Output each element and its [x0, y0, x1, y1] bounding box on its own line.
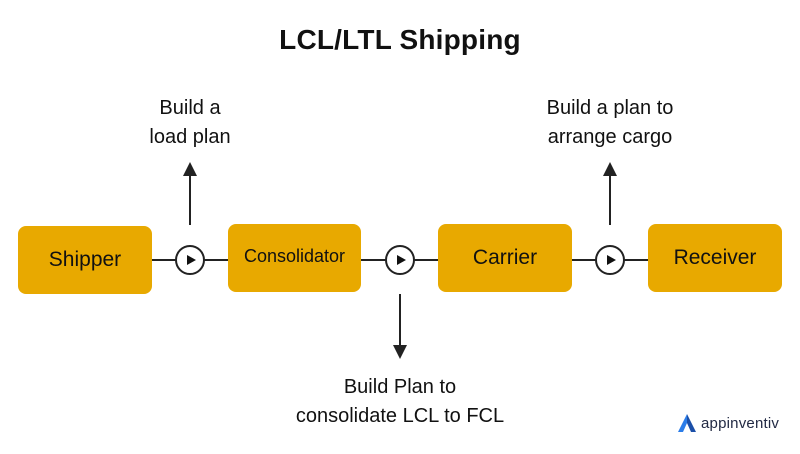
receiver-label: Receiver [673, 246, 757, 269]
down-arrow-shaft [399, 294, 401, 346]
appinventiv-a-logo-icon [678, 414, 696, 432]
consolidator-node: Consolidator [228, 224, 361, 292]
play-triangle-icon [186, 255, 196, 265]
up-arrow-head-icon-1 [183, 162, 197, 176]
consolidator-label: Consolidator [243, 245, 346, 266]
diagram-title: LCL/LTL Shipping [279, 24, 521, 55]
play-circle-icon-3 [595, 245, 625, 275]
annotation-line: arrange cargo [547, 126, 673, 148]
annotation-line: Build a [159, 97, 221, 119]
up-arrow-head-icon-2 [603, 162, 617, 176]
receiver-node: Receiver [648, 224, 782, 292]
shipper-label: Shipper [48, 248, 122, 271]
play-triangle-icon [396, 255, 406, 265]
up-arrow-shaft-2 [609, 175, 611, 225]
carrier-node: Carrier [438, 224, 572, 292]
annotation-line: consolidate LCL to FCL [295, 405, 505, 427]
play-triangle-icon [606, 255, 616, 265]
annotation-line: load plan [149, 126, 231, 148]
shipper-node: Shipper [18, 226, 152, 294]
annotation-line: Build a plan to [546, 97, 674, 119]
annotation-consolidate-plan: Build Plan to consolidate LCL to FCL [270, 373, 530, 431]
annotation-arrange-cargo: Build a plan to arrange cargo [510, 94, 710, 152]
appinventiv-logo: appinventiv [676, 412, 779, 434]
annotation-line: Build Plan to [343, 376, 457, 398]
play-circle-icon-1 [175, 245, 205, 275]
carrier-label: Carrier [472, 246, 538, 269]
up-arrow-shaft-1 [189, 175, 191, 225]
logo-text: appinventiv [701, 414, 780, 432]
down-arrow-head-icon [393, 345, 407, 359]
annotation-load-plan: Build a load plan [110, 94, 270, 152]
play-circle-icon-2 [385, 245, 415, 275]
